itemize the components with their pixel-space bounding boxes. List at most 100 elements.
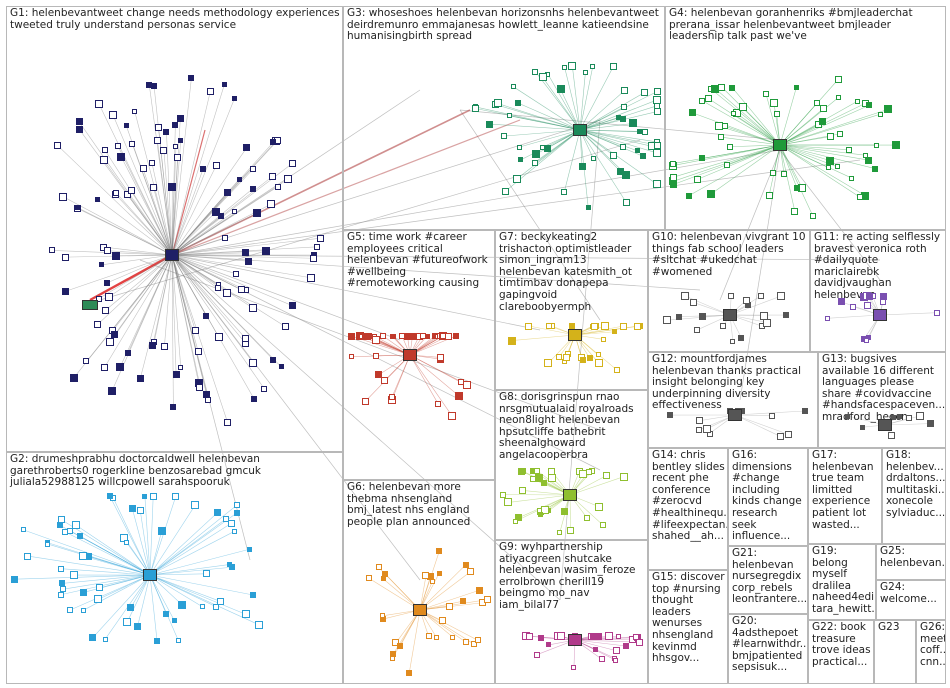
network-edge — [149, 512, 238, 576]
network-node — [763, 318, 772, 327]
network-edge — [419, 609, 479, 641]
network-node — [601, 322, 610, 330]
network-edge — [171, 254, 242, 290]
network-edge — [171, 254, 177, 375]
network-node — [236, 176, 242, 182]
network-edge — [171, 254, 208, 395]
network-node — [213, 509, 221, 517]
network-edge — [419, 564, 466, 611]
network-edge — [171, 89, 421, 256]
network-edge — [779, 78, 839, 146]
group-label-g5: G5: time work #career employees critical… — [347, 231, 488, 290]
network-node — [726, 143, 733, 150]
network-node — [282, 323, 290, 331]
network-edge — [171, 78, 192, 256]
network-edge — [579, 106, 625, 131]
network-node — [613, 657, 619, 663]
network-edge — [579, 92, 645, 131]
network-edge — [112, 114, 173, 256]
network-node — [105, 292, 114, 301]
network-node — [620, 87, 628, 95]
network-node — [268, 172, 276, 180]
network-edge — [779, 97, 839, 146]
network-node — [249, 304, 258, 313]
network-edge — [76, 524, 151, 576]
network-edge — [149, 505, 237, 576]
network-node — [136, 506, 144, 514]
network-node — [653, 148, 661, 157]
network-edge — [409, 354, 468, 385]
network-node — [538, 634, 545, 641]
network-node — [640, 88, 648, 96]
network-node — [94, 99, 103, 108]
network-edge — [65, 254, 173, 292]
network-edge — [171, 254, 255, 400]
network-node — [206, 87, 214, 95]
network-node — [56, 522, 63, 529]
network-edge — [171, 254, 219, 289]
network-node — [123, 617, 132, 626]
network-edge — [542, 77, 581, 131]
network-node — [204, 397, 211, 404]
network-edge — [579, 129, 653, 147]
network-node — [738, 334, 745, 341]
network-node — [314, 243, 321, 250]
network-edge — [171, 119, 521, 256]
network-edge — [171, 169, 204, 256]
group-label-g18: G18: helenbev... drdaltons... multitaski… — [886, 449, 946, 519]
network-edge — [419, 573, 440, 611]
network-node — [289, 302, 297, 310]
network-node — [75, 205, 81, 211]
network-edge — [171, 254, 421, 581]
network-edge — [171, 254, 701, 291]
network-node — [519, 486, 526, 494]
network-node — [681, 292, 690, 300]
network-edge — [511, 334, 576, 341]
network-edge — [579, 111, 658, 131]
network-edge — [391, 354, 411, 398]
network-node — [389, 656, 395, 662]
network-node — [99, 262, 105, 268]
network-node — [857, 194, 864, 201]
network-node — [439, 333, 446, 339]
network-edge — [497, 103, 581, 131]
network-node — [547, 473, 556, 482]
network-node — [512, 518, 518, 524]
network-node — [501, 133, 508, 140]
network-node — [598, 656, 605, 663]
network-node — [915, 412, 924, 420]
network-node — [538, 73, 547, 82]
network-node — [834, 164, 840, 170]
network-node — [149, 492, 157, 500]
network-edge — [879, 312, 937, 316]
network-edge — [112, 497, 151, 576]
network-edge — [112, 254, 173, 331]
network-edge — [115, 193, 173, 256]
network-node — [433, 634, 439, 640]
network-edge — [149, 574, 167, 615]
network-edge — [827, 314, 881, 319]
group-label-g10: G10: helenbevan vivgrant 10 things fab s… — [652, 231, 806, 278]
network-edge — [579, 123, 634, 131]
group-label-g12: G12: mountfordjames helenbevan thanks pr… — [652, 353, 802, 412]
network-edge — [419, 609, 466, 643]
network-node — [769, 98, 778, 107]
network-edge — [61, 574, 151, 584]
network-node — [763, 91, 770, 98]
network-node — [149, 184, 157, 192]
network-edge — [391, 609, 421, 660]
network-node — [132, 109, 138, 115]
network-node — [621, 103, 628, 110]
network-edge — [574, 638, 633, 641]
network-edge — [114, 254, 173, 335]
network-node — [493, 99, 502, 108]
network-edge — [109, 254, 173, 297]
network-edge — [70, 574, 151, 611]
network-node — [600, 522, 607, 529]
network-edge — [459, 109, 601, 321]
network-edge — [779, 144, 861, 198]
network-edge — [13, 574, 151, 580]
network-edge — [89, 253, 173, 302]
network-node — [274, 183, 281, 190]
network-edge — [109, 495, 151, 576]
